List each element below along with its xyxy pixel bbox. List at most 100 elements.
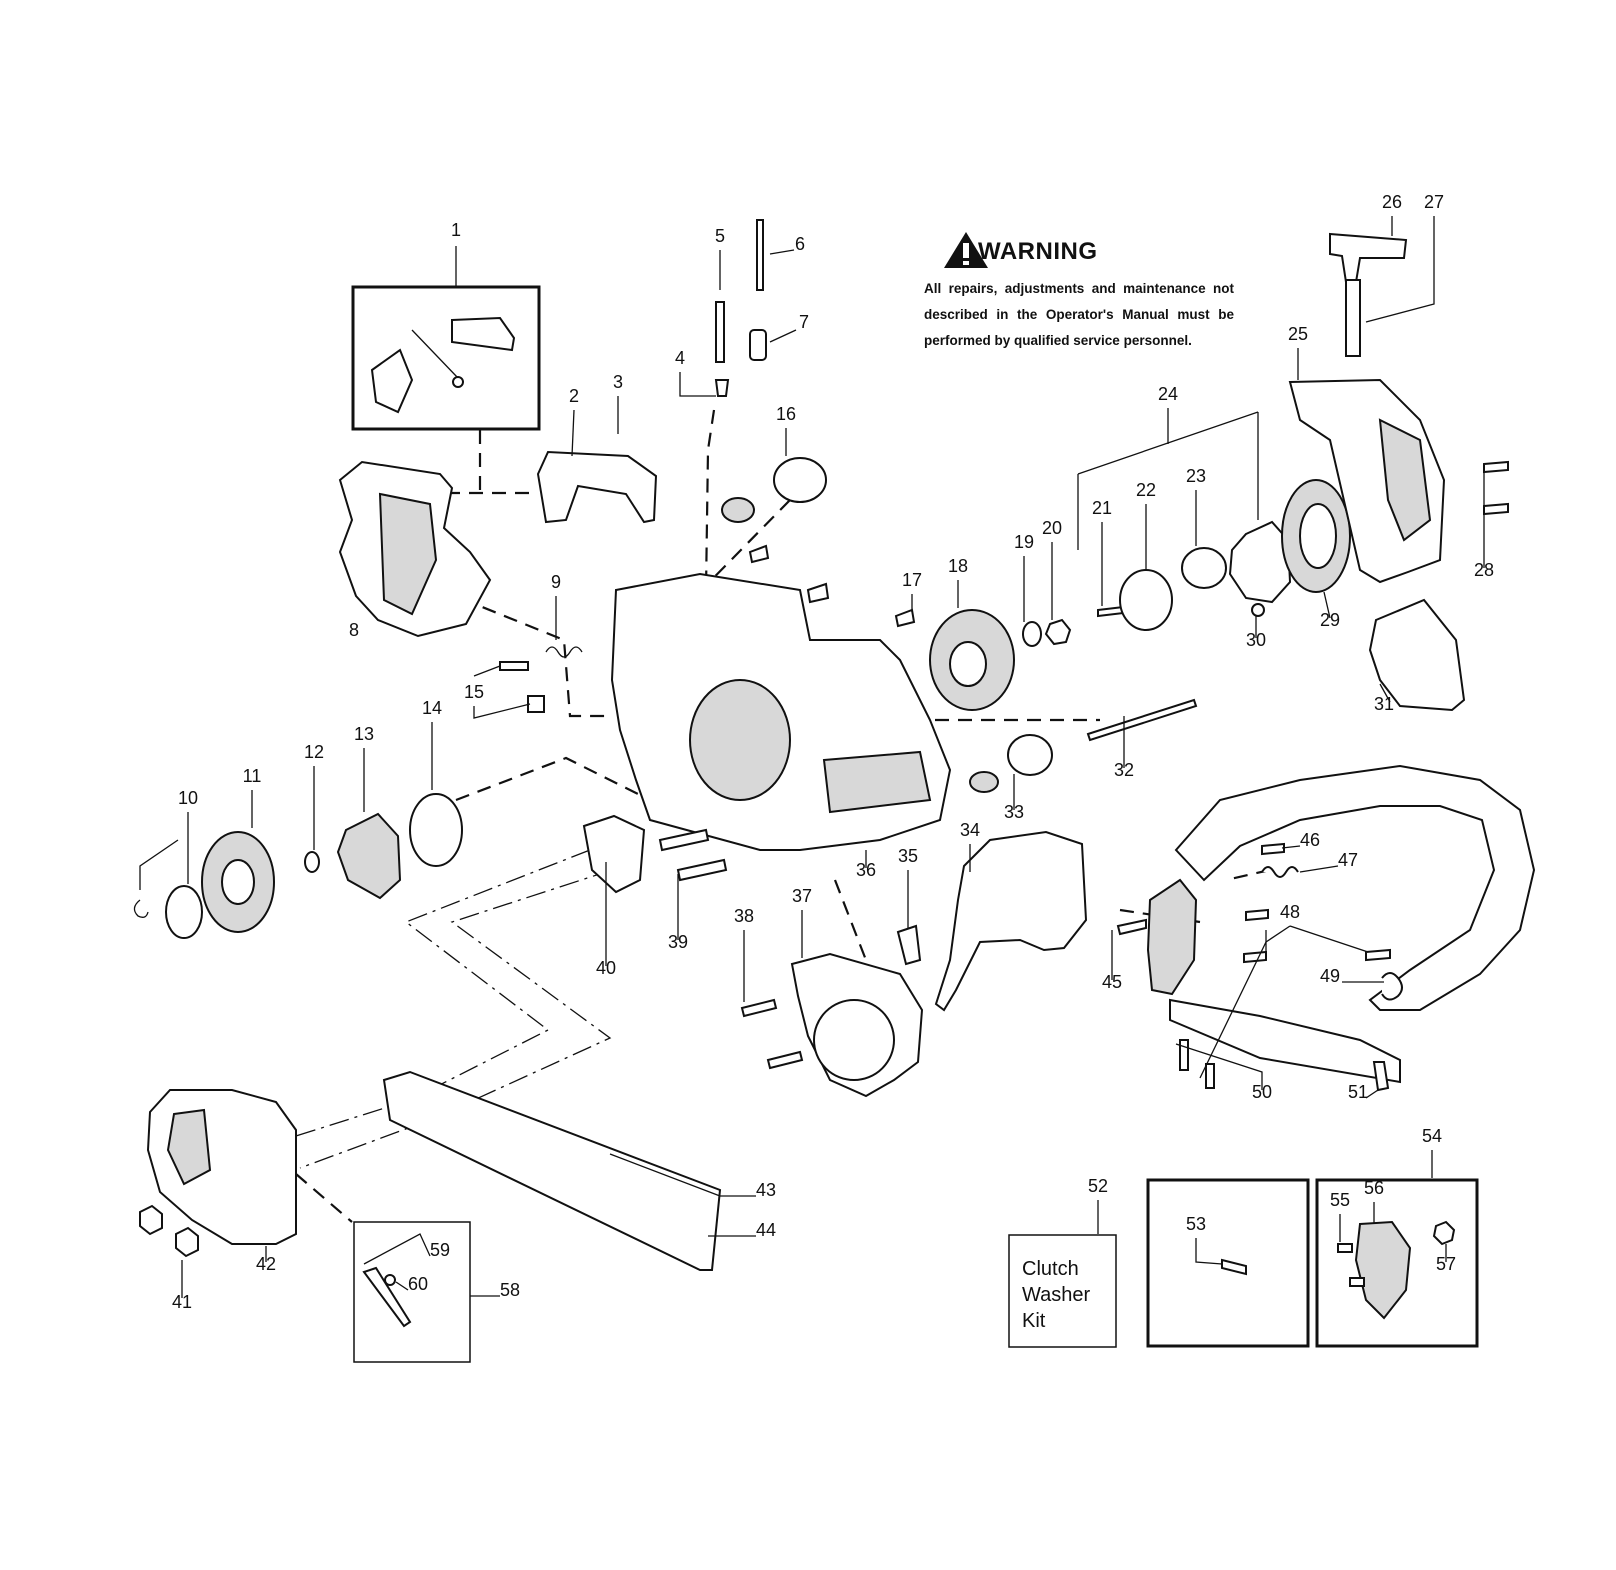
callout-leader-29	[1323, 591, 1331, 619]
tensioner-kit-box	[353, 1221, 471, 1363]
callout-leader-60	[395, 1281, 409, 1291]
clutch-drum-hub	[221, 859, 255, 905]
callout-41: 41	[172, 1292, 192, 1312]
callout-33: 33	[1004, 802, 1024, 822]
vibration-mount-top	[773, 457, 827, 503]
engine-cylinder	[689, 679, 791, 801]
screw	[1349, 1277, 1365, 1287]
vibration-mount-bottom	[1007, 734, 1053, 776]
parts	[133, 219, 1536, 1328]
screw	[1243, 950, 1267, 964]
callout-50: 50	[1252, 1082, 1272, 1102]
screw	[1116, 918, 1147, 936]
callout-37: 37	[792, 886, 812, 906]
fuel-filter	[749, 329, 767, 361]
warning-header: WARNING	[924, 232, 1234, 272]
throttle-trigger	[370, 348, 414, 414]
bar-nut	[139, 1204, 163, 1236]
callout-25: 25	[1288, 324, 1308, 344]
callout-58: 58	[500, 1280, 520, 1300]
handle-bracket	[1146, 878, 1198, 996]
callout-3: 3	[613, 372, 623, 392]
screw	[1205, 1063, 1215, 1089]
callout-5: 5	[715, 226, 725, 246]
callout-14: 14	[422, 698, 442, 718]
warning-title: WARNING	[978, 238, 1098, 265]
nut	[1044, 618, 1072, 646]
callout-60: 60	[408, 1274, 428, 1294]
sprocket-cover	[146, 1089, 297, 1245]
callout-59: 59	[430, 1240, 450, 1260]
callout-31: 31	[1374, 694, 1394, 714]
callout-29: 29	[1320, 610, 1340, 630]
throttle-kit-box	[351, 285, 541, 431]
callout-12: 12	[304, 742, 324, 762]
starter-pawl-plate	[1228, 520, 1292, 604]
callout-48: 48	[1280, 902, 1300, 922]
assembly-line	[1119, 908, 1201, 924]
pawl-nut	[1251, 603, 1265, 617]
starter-handle	[1329, 232, 1408, 283]
brake-band	[813, 999, 895, 1081]
callout-leader-10	[139, 839, 179, 890]
callout-20: 20	[1042, 518, 1062, 538]
callout-1: 1	[451, 220, 461, 240]
callout-28: 28	[1474, 560, 1494, 580]
callout-6: 6	[795, 234, 805, 254]
callout-10: 10	[178, 788, 198, 808]
tensioner-screw	[362, 1266, 412, 1328]
callout-30: 30	[1246, 630, 1266, 650]
callout-49: 49	[1320, 966, 1340, 986]
callout-leader-15	[473, 665, 501, 677]
callout-leader-48	[1265, 925, 1291, 943]
warning-body: All repairs, adjustments and maintenance…	[924, 281, 1234, 348]
rewind-spring-core	[1299, 503, 1337, 569]
callout-16: 16	[776, 404, 796, 424]
callout-55: 55	[1330, 1190, 1350, 1210]
callout-11: 11	[243, 766, 262, 786]
callout-2: 2	[569, 386, 579, 406]
oil-pump	[1354, 1220, 1412, 1320]
assembly-line	[439, 588, 610, 718]
brake-spring	[896, 924, 922, 966]
screw	[1245, 908, 1269, 922]
washer	[1022, 621, 1042, 647]
starter-pulley	[1119, 569, 1173, 631]
pin	[715, 301, 725, 363]
front-handle-bar	[1174, 764, 1536, 1011]
callout-39: 39	[668, 932, 688, 952]
starter-rope	[1345, 279, 1361, 357]
assembly-line	[299, 869, 613, 1169]
assembly-line	[295, 849, 591, 1137]
grommet	[714, 379, 730, 397]
callout-43: 43	[756, 1180, 776, 1200]
screw	[1261, 842, 1285, 856]
mount-cushion	[721, 497, 755, 523]
callout-38: 38	[734, 906, 754, 926]
flywheel-hub	[949, 641, 987, 687]
bar-nut	[175, 1226, 199, 1258]
starter-spring	[1181, 547, 1227, 589]
callout-8: 8	[349, 620, 359, 640]
spring	[1261, 866, 1299, 878]
clip	[806, 582, 830, 604]
callout-32: 32	[1114, 760, 1134, 780]
callout-26: 26	[1382, 192, 1402, 212]
callout-35: 35	[898, 846, 918, 866]
callout-46: 46	[1300, 830, 1320, 850]
assembly-line	[679, 499, 791, 613]
starter-housing-shroud	[1378, 418, 1432, 542]
screw	[1179, 1039, 1189, 1071]
callout-52: 52	[1088, 1176, 1108, 1196]
oil-line-kit-box	[1146, 1178, 1310, 1348]
callout-47: 47	[1338, 850, 1358, 870]
screw	[1365, 948, 1391, 962]
sprocket-cover-window	[166, 1108, 212, 1186]
callout-42: 42	[256, 1254, 276, 1274]
engine-base	[822, 750, 932, 814]
callout-leader-27	[1365, 216, 1435, 323]
clutch-assembly	[336, 812, 402, 900]
handle-cover	[536, 450, 658, 524]
bar-stud	[676, 858, 728, 882]
